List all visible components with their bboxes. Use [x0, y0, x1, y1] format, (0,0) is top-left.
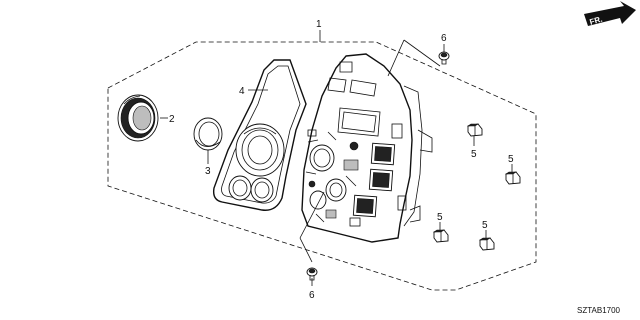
part-5-clip: [467, 123, 483, 137]
part-5-clip: [479, 237, 495, 251]
callout-5: 5: [482, 220, 488, 231]
callout-2: 2: [169, 114, 175, 125]
callout-5: 5: [471, 149, 477, 160]
part-6-screw: [438, 51, 450, 65]
front-direction-arrow: FR.: [584, 1, 636, 27]
part-6-screw: [306, 267, 318, 281]
callout-6: 6: [441, 33, 447, 44]
assembly-boundary-line: [107, 41, 537, 291]
part-5-clip: [505, 171, 521, 185]
part-1-control-unit: [301, 53, 433, 243]
callout-5: 5: [437, 212, 443, 223]
front-direction-label: FR.: [589, 15, 604, 27]
leader-lines: [160, 30, 513, 286]
callout-6: 6: [309, 290, 315, 301]
part-5-clip: [433, 229, 449, 243]
callout-3: 3: [205, 166, 211, 177]
part-3-center-cap: [193, 117, 223, 151]
callout-1: 1: [316, 19, 322, 30]
callout-5: 5: [508, 154, 514, 165]
part-4-faceplate: [212, 59, 307, 211]
part-2-ring-knob: [117, 94, 159, 142]
callout-4: 4: [239, 86, 245, 97]
diagram-code: SZTAB1700: [577, 306, 621, 315]
